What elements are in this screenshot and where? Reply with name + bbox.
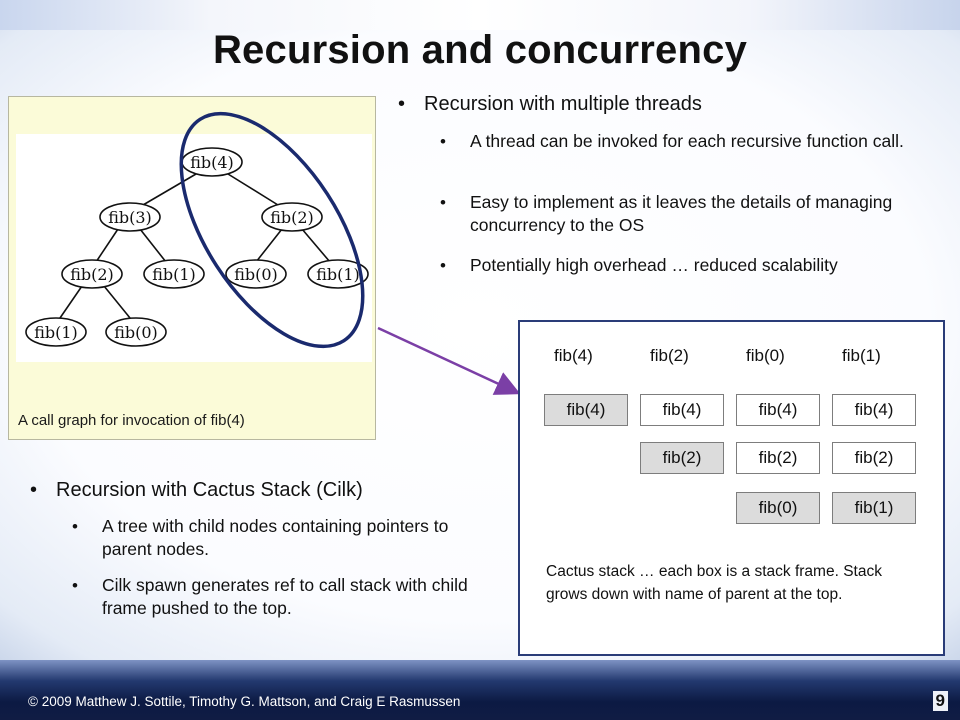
- stack-frame: fib(1): [832, 492, 916, 524]
- footer-band: [0, 660, 960, 720]
- stack-frame: fib(0): [736, 492, 820, 524]
- stack-frame: fib(2): [736, 442, 820, 474]
- stack-frame: fib(2): [832, 442, 916, 474]
- stack-frame: fib(4): [640, 394, 724, 426]
- stack-frame: fib(4): [736, 394, 820, 426]
- cactus-header-4: fib(1): [842, 346, 881, 365]
- cactus-header-1: fib(4): [554, 346, 593, 365]
- call-graph-caption: A call graph for invocation of fib(4): [18, 412, 245, 429]
- page-number: 9: [932, 691, 948, 711]
- cactus-header-2: fib(2): [650, 346, 689, 365]
- bullet-threads-item-2: Easy to implement as it leaves the detai…: [440, 191, 948, 237]
- cactus-header-3: fib(0): [746, 346, 785, 365]
- connector-arrow: [377, 326, 521, 395]
- call-graph-canvas: [16, 134, 372, 362]
- slide-title: Recursion and concurrency: [212, 28, 748, 72]
- bullet-threads-heading: Recursion with multiple threads: [398, 92, 944, 116]
- cactus-caption: Cactus stack … each box is a stack frame…: [546, 563, 882, 603]
- bullet-cactus-item-2: Cilk spawn generates ref to call stack w…: [72, 574, 472, 620]
- bullet-cactus-item-1: A tree with child nodes containing point…: [72, 515, 472, 561]
- top-band: [0, 0, 960, 30]
- bullet-threads-item-3: Potentially high overhead … reduced scal…: [440, 254, 910, 277]
- stack-frame: fib(4): [544, 394, 628, 426]
- footer-copyright: © 2009 Matthew J. Sottile, Timothy G. Ma…: [28, 694, 461, 709]
- stack-frame: fib(2): [640, 442, 724, 474]
- bullet-cactus-heading: Recursion with Cactus Stack (Cilk): [30, 478, 496, 502]
- bullet-threads-item-1: A thread can be invoked for each recursi…: [440, 130, 948, 153]
- cactus-stack-panel: [518, 320, 945, 656]
- stack-frame: fib(4): [832, 394, 916, 426]
